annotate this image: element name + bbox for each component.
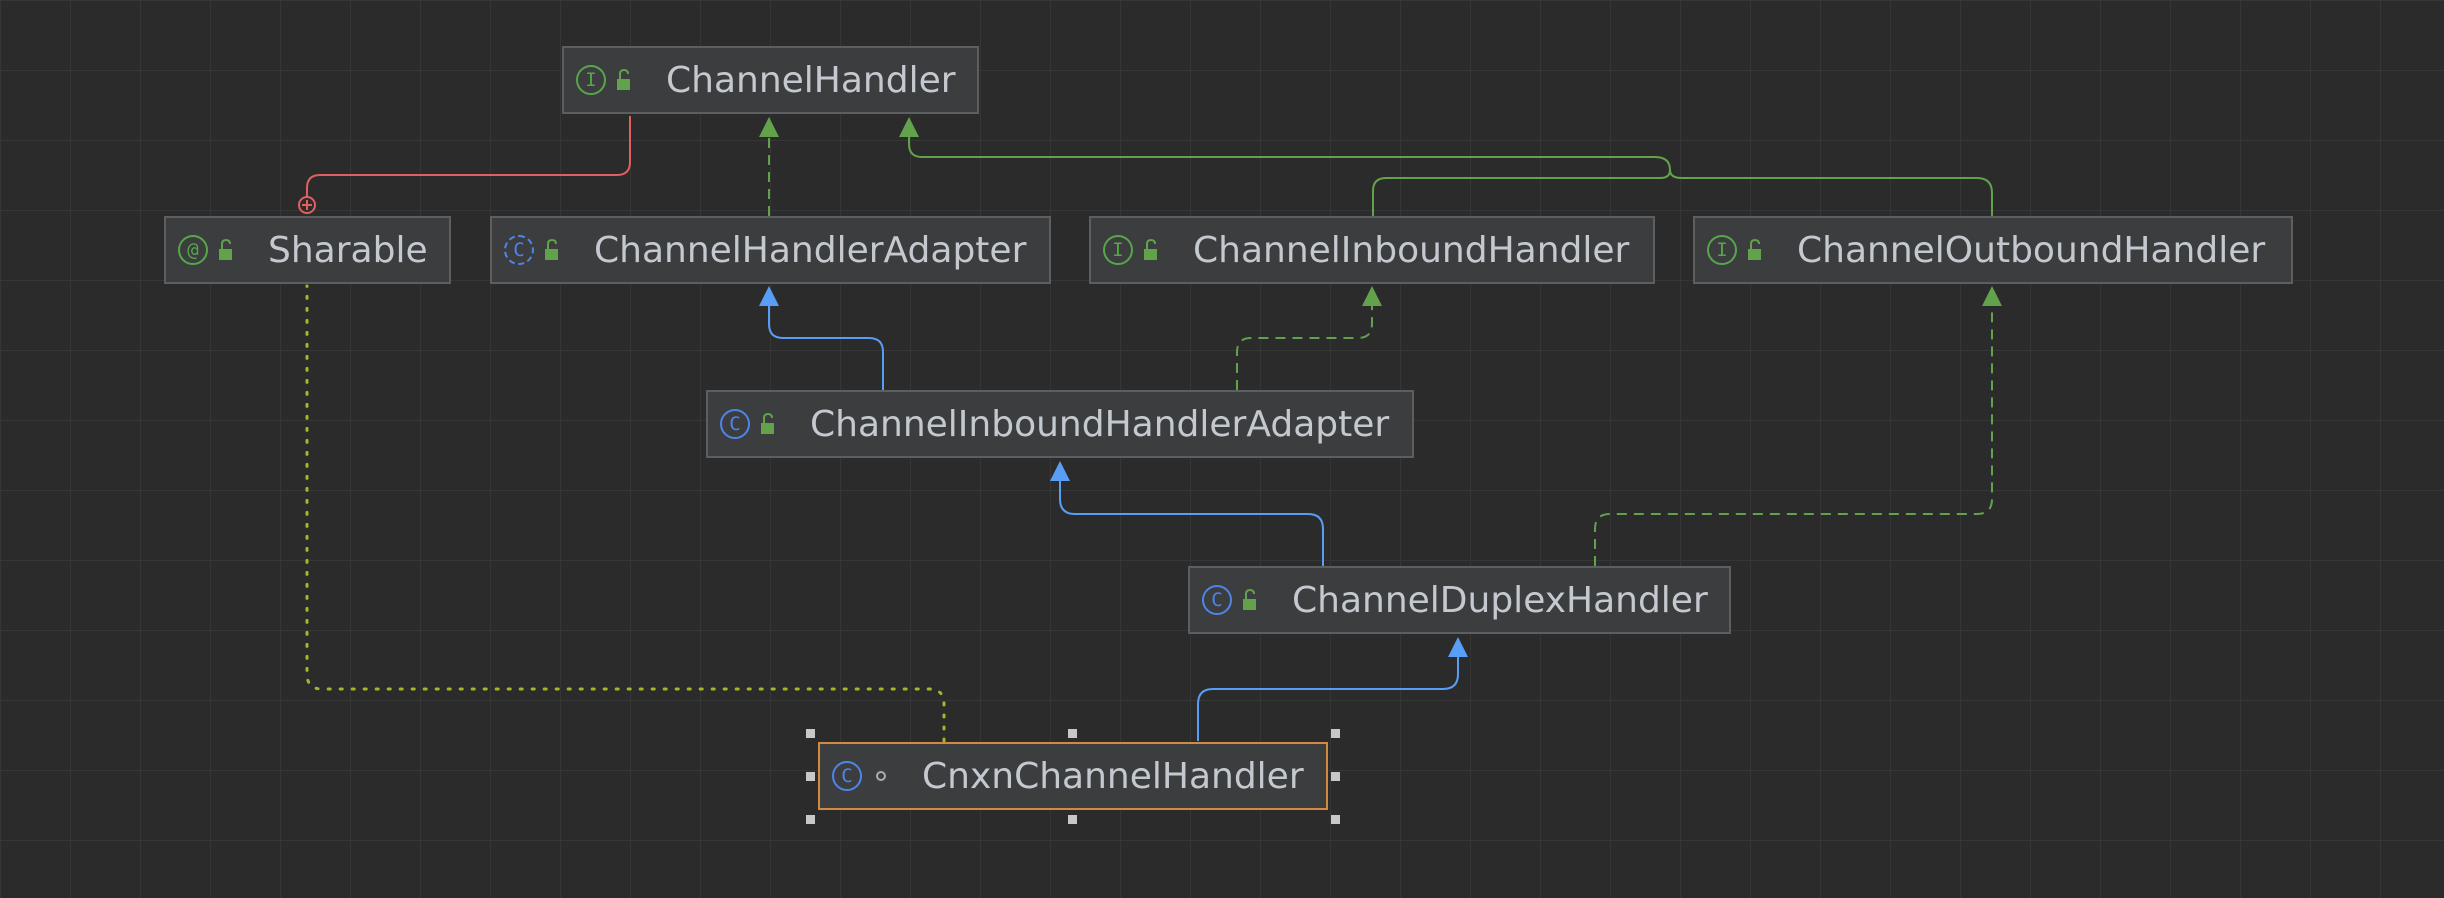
node-channel-inbound-handler-adapter[interactable]: C ChannelInboundHandlerAdapter — [706, 390, 1414, 458]
edge-channel-inbound-handler-extends-channel-handler — [1372, 169, 1671, 216]
resize-handle-top-left[interactable] — [806, 729, 815, 738]
arrowhead-channel-inbound-handler — [1362, 286, 1382, 306]
resize-handle-bottom-left[interactable] — [806, 815, 815, 824]
node-label: ChannelHandler — [666, 59, 956, 101]
edge-duplex-implements-outbound-handler — [1594, 304, 1993, 566]
edge-interfaces-extend-channel-handler — [908, 134, 1993, 216]
public-unlock-icon — [545, 239, 558, 260]
interface-icon: I — [1707, 235, 1737, 265]
class-icon: C — [720, 409, 750, 439]
abstract-class-icon: C — [504, 235, 534, 265]
node-label: CnxnChannelHandler — [922, 755, 1304, 797]
arrowhead-channel-handler-right — [899, 117, 919, 137]
resize-handle-top-center[interactable] — [1068, 729, 1077, 738]
resize-handle-middle-left[interactable] — [806, 772, 815, 781]
edge-duplex-extends-inbound-adapter — [1059, 479, 1324, 566]
node-cnxn-channel-handler[interactable]: C CnxnChannelHandler — [818, 742, 1328, 810]
edge-cnxn-extends-duplex — [1197, 655, 1459, 741]
edge-sharable-inner-of-channel-handler — [306, 116, 631, 205]
public-unlock-icon — [219, 239, 232, 260]
interface-icon: I — [1103, 235, 1133, 265]
node-sharable[interactable]: @ Sharable — [164, 216, 451, 284]
node-channel-handler[interactable]: I ChannelHandler — [562, 46, 979, 114]
public-unlock-icon — [617, 69, 630, 90]
node-channel-duplex-handler[interactable]: C ChannelDuplexHandler — [1188, 566, 1731, 634]
edge-cnxn-annotated-sharable — [305, 284, 946, 743]
public-unlock-icon — [761, 413, 774, 434]
arrowhead-channel-handler-adapter — [759, 286, 779, 306]
class-icon: C — [1202, 585, 1232, 615]
resize-handle-middle-right[interactable] — [1331, 772, 1340, 781]
interface-icon: I — [576, 65, 606, 95]
node-channel-handler-adapter[interactable]: C ChannelHandlerAdapter — [490, 216, 1051, 284]
arrowhead-channel-outbound-handler — [1982, 286, 2002, 306]
package-private-icon — [876, 771, 886, 781]
node-label: ChannelOutboundHandler — [1797, 229, 2266, 271]
edge-inbound-adapter-extends-handler-adapter — [768, 304, 884, 390]
edge-inbound-adapter-implements-inbound-handler — [1236, 304, 1373, 390]
public-unlock-icon — [1748, 239, 1761, 260]
resize-handle-bottom-center[interactable] — [1068, 815, 1077, 824]
public-unlock-icon — [1144, 239, 1157, 260]
class-icon: C — [832, 761, 862, 791]
resize-handle-bottom-right[interactable] — [1331, 815, 1340, 824]
arrowhead-channel-duplex-handler — [1448, 637, 1468, 657]
node-channel-outbound-handler[interactable]: I ChannelOutboundHandler — [1693, 216, 2293, 284]
public-unlock-icon — [1243, 589, 1256, 610]
inner-class-marker-icon — [298, 196, 316, 214]
node-label: Sharable — [268, 229, 428, 271]
arrowhead-channel-inbound-handler-adapter — [1050, 461, 1070, 481]
node-label: ChannelInboundHandler — [1193, 229, 1630, 271]
resize-handle-top-right[interactable] — [1331, 729, 1340, 738]
arrowhead-channel-handler-left — [759, 117, 779, 137]
node-label: ChannelHandlerAdapter — [594, 229, 1027, 271]
node-label: ChannelInboundHandlerAdapter — [810, 403, 1390, 445]
node-channel-inbound-handler[interactable]: I ChannelInboundHandler — [1089, 216, 1655, 284]
annotation-icon: @ — [178, 235, 208, 265]
node-label: ChannelDuplexHandler — [1292, 579, 1708, 621]
